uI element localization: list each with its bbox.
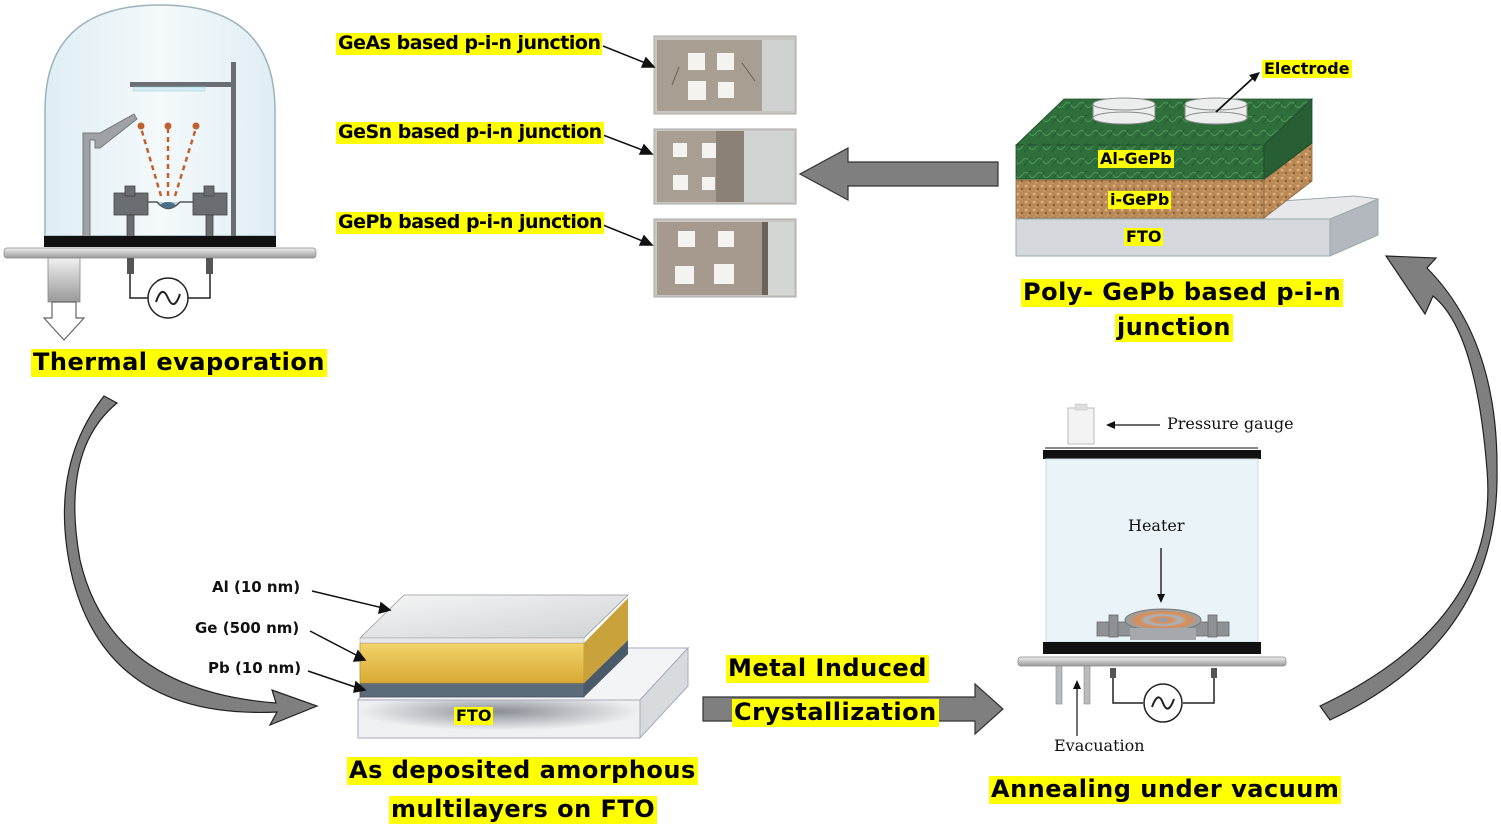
pb-layer-label: Pb (10 nm): [208, 659, 302, 677]
deposited-fto-label: FTO: [454, 706, 494, 726]
ac-power-source-icon: [1143, 683, 1183, 723]
i-gepb-layer-label: i-GePb: [1108, 190, 1172, 210]
pump-outlet-arrow-icon: [42, 301, 86, 341]
annealing-chamber: [1017, 403, 1287, 736]
mic-label-line2: Crystallization: [732, 698, 939, 727]
deposited-caption-line1: As deposited amorphous: [347, 756, 698, 785]
deposited-caption-line2: multilayers on FTO: [389, 795, 658, 824]
sample-photos: [602, 35, 797, 298]
bell-jar-icon: [44, 4, 276, 237]
sample-label-geas: GeAs based p-i-n junction: [336, 32, 603, 55]
evacuation-label: Evacuation: [1054, 736, 1145, 755]
ge-layer-label: Ge (500 nm): [195, 619, 300, 637]
thermal-evaporation-chamber: [3, 4, 317, 341]
pressure-gauge-label: Pressure gauge: [1167, 414, 1294, 433]
pressure-gauge-icon: [1067, 407, 1095, 445]
mic-label-line1: Metal Induced: [726, 654, 929, 683]
sample-label-gesn: GeSn based p-i-n junction: [336, 121, 604, 144]
al-layer-label: Al (10 nm): [212, 578, 301, 596]
thermal-evaporation-caption: Thermal evaporation: [31, 348, 327, 377]
sample-photo-gesn: [653, 128, 797, 205]
sample-label-gepb: GePb based p-i-n junction: [336, 211, 604, 234]
electrode-label: Electrode: [1262, 59, 1352, 79]
device-fto-label: FTO: [1124, 227, 1164, 247]
device-caption-line2: junction: [1115, 313, 1233, 342]
evaporation-electrodes-icon: [113, 185, 228, 238]
flow-arrow-to-samples: [798, 146, 999, 202]
electrode-pads-icon: [1092, 97, 1248, 125]
al-gepb-layer-label: Al-GePb: [1098, 149, 1174, 169]
shutter-icon: [82, 113, 138, 239]
pin-junction-device-stack: [1015, 72, 1380, 257]
multilayer-stack: [307, 590, 690, 740]
flow-arrow-annealing-to-device: [1319, 255, 1498, 721]
sample-photo-gepb: [653, 218, 797, 298]
device-caption-line1: Poly- GePb based p-i-n: [1021, 278, 1344, 307]
sample-photo-geas: [653, 35, 797, 115]
heater-icon: [1096, 608, 1230, 640]
vapor-particles-icon: [139, 127, 198, 197]
heater-label: Heater: [1128, 516, 1185, 535]
annealing-caption: Annealing under vacuum: [989, 775, 1342, 804]
flow-arrow-evaporation-to-deposited: [63, 395, 319, 727]
ac-power-source-icon: [147, 277, 189, 319]
